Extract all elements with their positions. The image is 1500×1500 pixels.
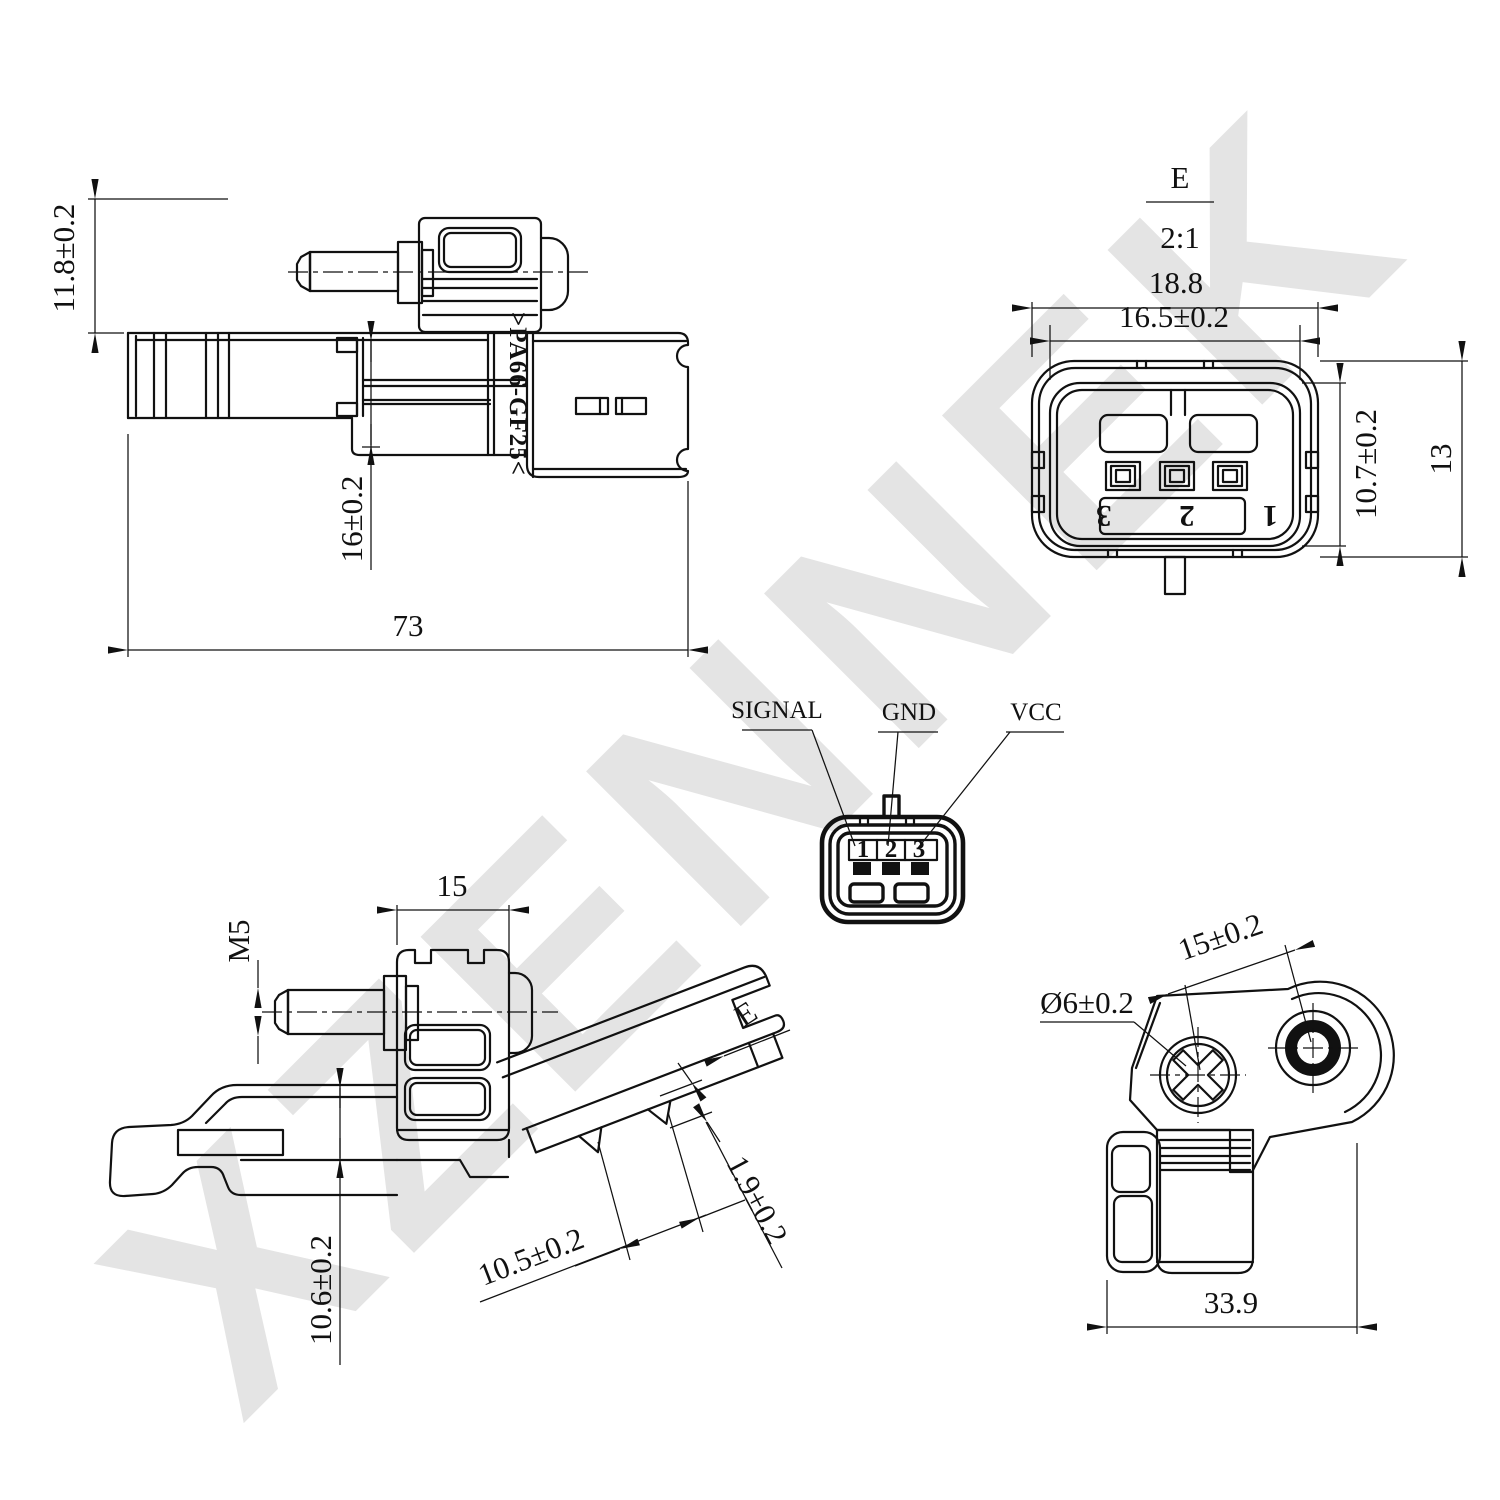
svg-text:10.6±0.2: 10.6±0.2 — [303, 1235, 338, 1345]
mounting-hole — [1268, 1003, 1358, 1093]
detail-view-e: E 2:1 1 2 3 — [1012, 160, 1468, 596]
material-marking: >PA66-GF25< — [504, 312, 531, 476]
body-cap — [507, 971, 534, 1055]
dim-13: 13 — [1320, 341, 1468, 577]
svg-text:18.8: 18.8 — [1149, 265, 1203, 300]
latch-opening — [1188, 413, 1259, 454]
dim-11-8: 11.8±0.2 — [46, 179, 228, 353]
mounting-bracket — [108, 1083, 510, 1198]
detail-title: E 2:1 — [1146, 160, 1214, 255]
pin2-contact — [882, 862, 900, 875]
pinout-view: SIGNAL GND VCC 1 2 3 — [731, 697, 1064, 925]
top-view: Ø6±0.2 15±0.2 33.9 — [1040, 906, 1395, 1334]
svg-text:11.8±0.2: 11.8±0.2 — [46, 204, 81, 313]
vcc-label: VCC — [1010, 699, 1061, 726]
pinout-connector: 1 2 3 — [819, 794, 966, 925]
svg-text:3: 3 — [913, 836, 926, 863]
connector-housing — [525, 331, 690, 479]
angled-connector — [495, 964, 786, 1154]
svg-text:E: E — [1171, 160, 1190, 195]
dim-10-6: 10.6±0.2 — [303, 1068, 344, 1365]
latch-opening — [1098, 413, 1169, 454]
gnd-label: GND — [882, 699, 936, 726]
sensor-body — [417, 216, 570, 334]
dim-1-9: 1.9±0.2 — [659, 1062, 795, 1269]
svg-text:13: 13 — [1423, 444, 1458, 475]
pin-number-strip: 1 2 3 — [1066, 499, 1278, 534]
bottom-tab — [1163, 555, 1187, 596]
svg-text:15±0.2: 15±0.2 — [1174, 906, 1267, 967]
svg-text:2:1: 2:1 — [1160, 220, 1200, 255]
dim-screw-dia: Ø6±0.2 — [1040, 985, 1187, 1067]
sensor-body — [395, 948, 511, 1142]
svg-text:16.5±0.2: 16.5±0.2 — [1119, 299, 1229, 334]
sensor-housing — [126, 331, 529, 457]
pin-contacts — [1104, 460, 1249, 492]
dim-16-5: 16.5±0.2 — [1030, 299, 1320, 380]
svg-text:M5: M5 — [221, 919, 256, 962]
latch-tab — [577, 1126, 603, 1154]
screw — [1150, 1027, 1246, 1123]
svg-text:15: 15 — [437, 868, 468, 903]
pin3-contact — [911, 862, 929, 875]
gnd-leader — [887, 731, 899, 847]
watermark-text: XZENNEK — [39, 39, 1473, 1473]
svg-text:73: 73 — [393, 608, 424, 643]
svg-text:16±0.2: 16±0.2 — [334, 476, 369, 563]
connector-body — [1105, 1128, 1255, 1275]
dim-18-8: 18.8 — [1012, 265, 1338, 357]
signal-label: SIGNAL — [731, 697, 823, 724]
svg-text:10.7±0.2: 10.7±0.2 — [1348, 409, 1383, 519]
svg-text:2: 2 — [885, 836, 898, 863]
connector-face: 1 2 3 — [1030, 359, 1320, 596]
dim-16: 16±0.2 — [334, 321, 380, 570]
side-view: >PA66-GF25< 11.8±0.2 16±0.2 73 — [46, 179, 708, 657]
svg-text:1.9±0.2: 1.9±0.2 — [720, 1150, 795, 1250]
dim-15: 15 — [377, 868, 529, 968]
threaded-stud — [295, 240, 435, 305]
threaded-stud — [273, 974, 420, 1052]
svg-text:33.9: 33.9 — [1204, 1285, 1258, 1320]
phillips-cross-icon — [1172, 1049, 1224, 1101]
dim-33-9: 33.9 — [1087, 1143, 1377, 1334]
latch-tab — [646, 1099, 672, 1125]
svg-text:1: 1 — [857, 836, 870, 863]
pin1-contact — [853, 862, 871, 875]
latch-window — [614, 396, 648, 416]
dim-m5: M5 — [221, 919, 262, 1064]
dim-73: 73 — [108, 434, 708, 657]
vcc-leader — [917, 731, 1011, 849]
bracket-plate — [1128, 980, 1395, 1174]
svg-text:Ø6±0.2: Ø6±0.2 — [1040, 985, 1134, 1020]
dim-10-7: 10.7±0.2 — [1302, 363, 1383, 566]
latch-window — [574, 396, 610, 416]
